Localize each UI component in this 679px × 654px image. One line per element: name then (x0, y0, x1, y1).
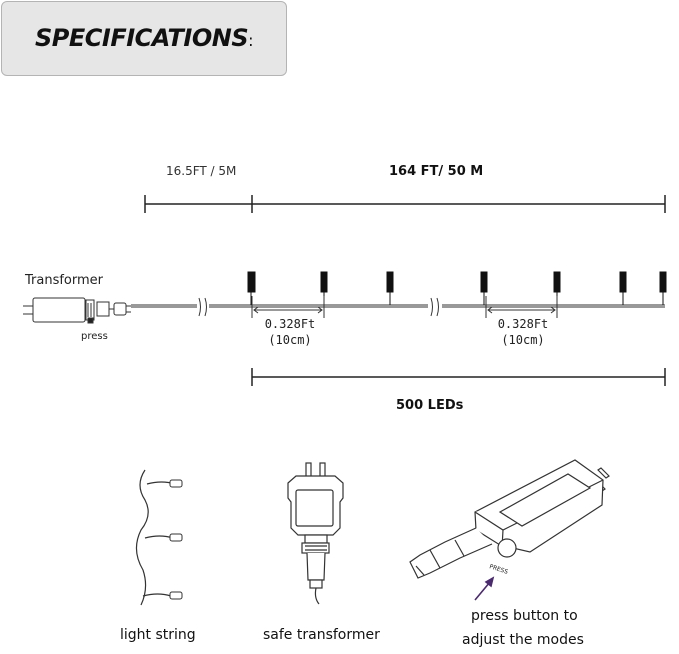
safe-transformer-caption: safe transformer (263, 627, 380, 643)
led-4 (480, 271, 488, 293)
press-arrow (474, 576, 495, 601)
press-button-illustration (409, 459, 610, 579)
light-string-caption: light string (120, 627, 196, 643)
led-markers (247, 271, 667, 305)
spacing-label-2: 0.328Ft (10cm) (491, 316, 555, 348)
led-6 (619, 271, 627, 293)
led-7 (659, 271, 667, 293)
total-length-label: 164 FT/ 50 M (389, 164, 484, 179)
press-button-icon (497, 538, 517, 558)
press-label: press (81, 331, 108, 342)
header-box: SPECIFICATIONS: (1, 1, 287, 76)
main-wire (131, 297, 665, 317)
title-colon: : (248, 31, 253, 50)
safe-transformer-illustration (287, 462, 344, 605)
spacing-feet-2: 0.328Ft (497, 317, 549, 331)
led-5 (553, 271, 561, 293)
spacing-feet-1: 0.328Ft (264, 317, 316, 331)
spacing-cm-2: (10cm) (501, 333, 545, 347)
led-1 (247, 271, 256, 293)
spacing-label-1: 0.328Ft (10cm) (258, 316, 322, 348)
led-3 (386, 271, 394, 293)
page-title: SPECIFICATIONS: (35, 24, 253, 52)
transformer-unit (23, 297, 131, 324)
press-button-caption-line2: adjust the modes (462, 632, 584, 648)
transformer-label: Transformer (25, 273, 104, 288)
spacing-indicators (251, 296, 558, 318)
led-count-label: 500 LEDs (396, 398, 464, 413)
press-button-caption-line1: press button to (471, 608, 578, 624)
string-bulb-3 (169, 591, 183, 600)
led-2 (320, 271, 328, 293)
string-bulb-2 (169, 533, 183, 542)
light-string-illustration (135, 469, 176, 606)
string-bulb-1 (169, 479, 183, 488)
lead-length-label: 16.5FT / 5M (166, 164, 237, 178)
spacing-cm-1: (10cm) (268, 333, 312, 347)
